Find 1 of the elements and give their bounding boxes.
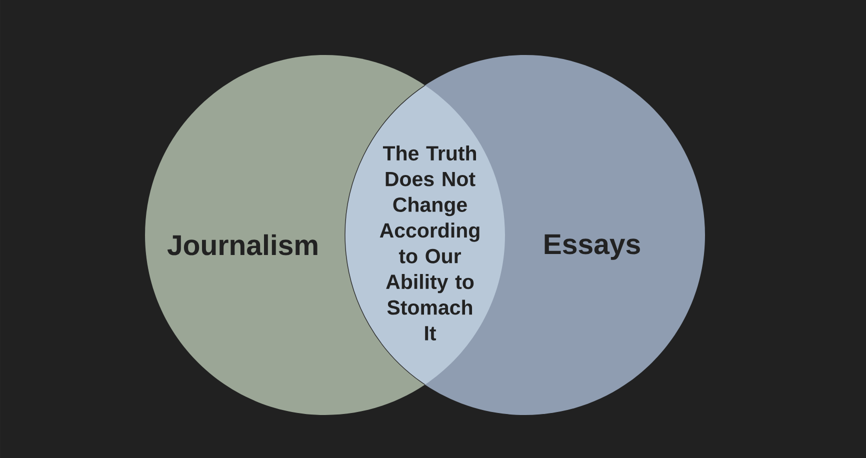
overlap-region: The Truth Does Not Change According to Our Ability to Stomach It <box>344 84 505 385</box>
